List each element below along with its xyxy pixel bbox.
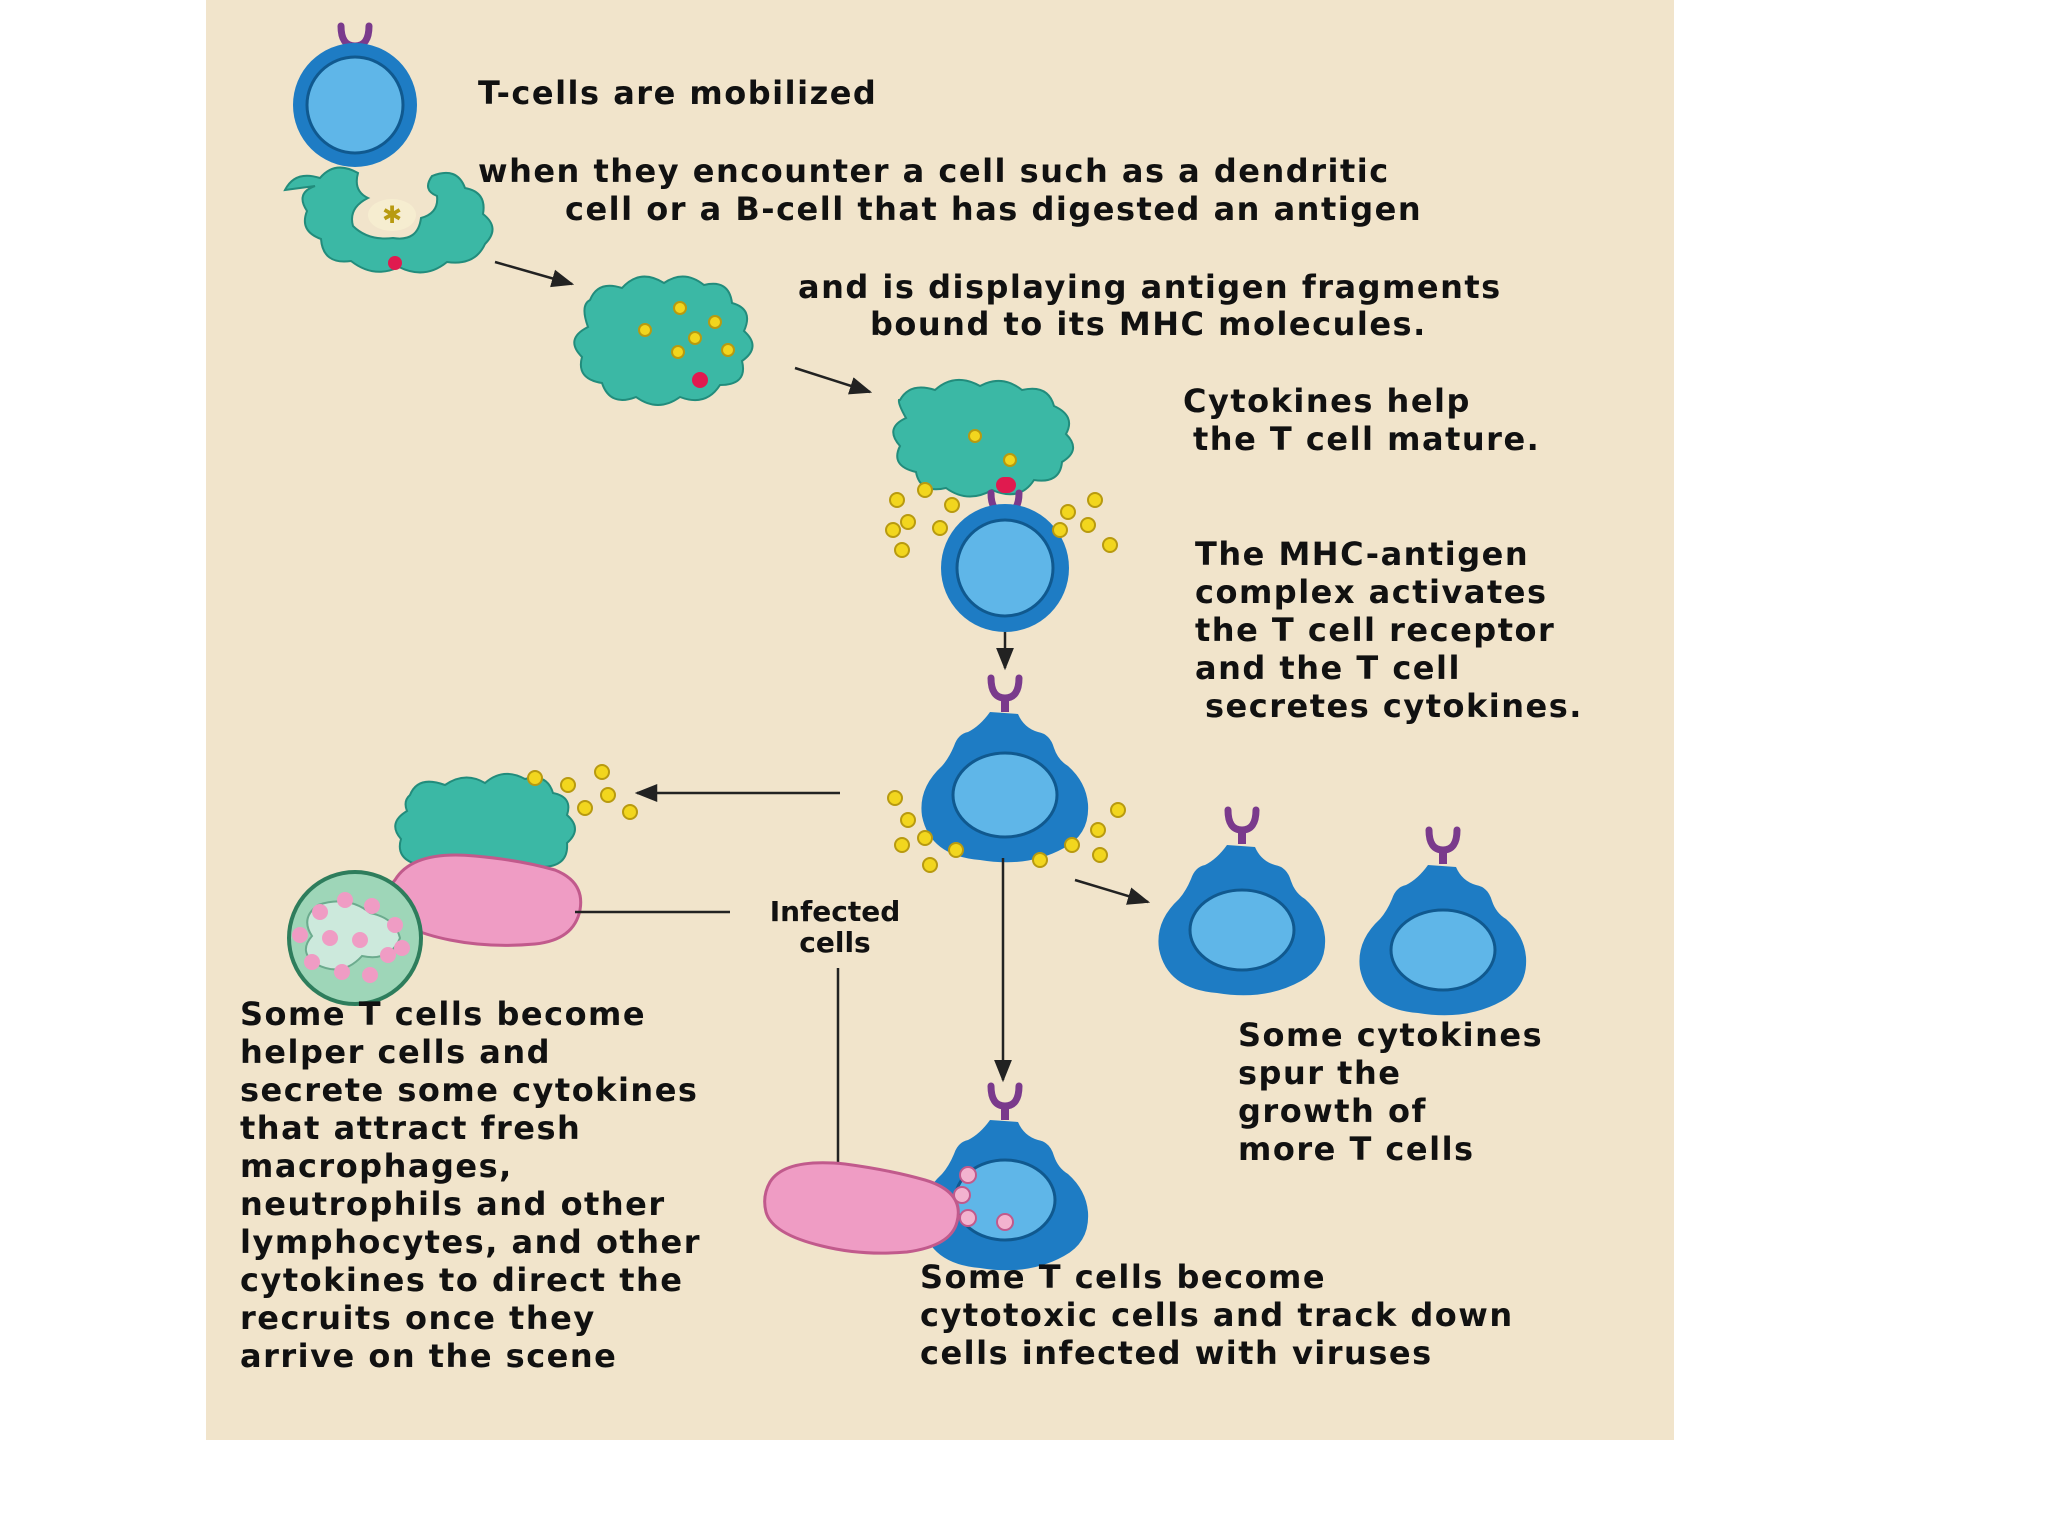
label-helper-line-6: neutrophils and other	[240, 1185, 666, 1223]
antigen-presenting-cell	[573, 275, 754, 406]
label-encounter-line-1: when they encounter a cell such as a den…	[478, 152, 1390, 190]
label-infected-cells-line-2: cells	[799, 926, 871, 959]
label-cytotoxic-emphasis: cytotoxic	[920, 1296, 1099, 1334]
label-displaying-line-2: bound to its MHC molecules.	[870, 305, 1427, 343]
label-mhc-line-3: the T cell receptor	[1195, 611, 1556, 649]
label-mhc-line-5: secretes cytokines.	[1205, 687, 1583, 725]
label-helper-line-1: Some T cells become	[240, 995, 647, 1033]
label-growth-line-1: Some cytokines	[1238, 1016, 1544, 1054]
neutrophil	[287, 870, 423, 1006]
label-cytotoxic-line-3: cells infected with viruses	[920, 1334, 1433, 1372]
label-helper-line-2: helper cells and	[240, 1033, 552, 1071]
label-encounter-line-2: cell or a B-cell that has digested an an…	[565, 190, 1423, 228]
label-mhc-line-1: The MHC-antigen	[1195, 535, 1530, 573]
label-helper-emphasis: helper	[240, 1033, 365, 1071]
label-growth-line-4: more T cells	[1238, 1130, 1475, 1168]
label-cytokines-help-line-1: Cytokines help	[1183, 382, 1471, 420]
label-displaying-line-1: and is displaying antigen fragments	[798, 268, 1502, 306]
label-t-cells-mobilized: T-cells are mobilized	[478, 74, 878, 112]
label-growth-line-2: spur the	[1238, 1054, 1402, 1092]
label-mhc-line-2: complex activates	[1195, 573, 1548, 611]
new-t-cell-1	[1158, 810, 1326, 996]
label-helper-line-8: cytokines to direct the	[240, 1261, 684, 1299]
label-helper-line-3: secrete some cytokines	[240, 1071, 699, 1109]
label-helper-line-10: arrive on the scene	[240, 1337, 618, 1375]
label-helper-line-7: lymphocytes, and other	[240, 1223, 701, 1261]
apc-t-cell-binding	[892, 379, 1074, 632]
new-t-cell-2	[1359, 830, 1527, 1016]
label-infected-cells-line-1: Infected	[769, 895, 901, 928]
label-helper-line-9: recruits once they	[240, 1299, 596, 1337]
label-cytotoxic-line-1: Some T cells become	[920, 1258, 1327, 1296]
label-helper-line-5: macrophages,	[240, 1147, 513, 1185]
label-helper-line-4: that attract fresh	[240, 1109, 582, 1147]
activated-t-cell	[921, 678, 1089, 863]
dendritic-cell-digesting-antigen: ✱	[283, 166, 494, 274]
label-cytotoxic-line-2: cytotoxic cells and track down	[920, 1296, 1514, 1334]
svg-text:✱: ✱	[382, 201, 402, 229]
label-mhc-line-4: and the T cell	[1195, 649, 1461, 687]
label-growth-line-3: growth of	[1238, 1092, 1427, 1130]
infected-cell-cytotoxic-target	[763, 1161, 1014, 1255]
resting-t-cell	[293, 26, 417, 167]
label-cytokines-help-line-2: the T cell mature.	[1193, 420, 1541, 458]
cytotoxic-t-cell	[921, 1086, 1089, 1271]
